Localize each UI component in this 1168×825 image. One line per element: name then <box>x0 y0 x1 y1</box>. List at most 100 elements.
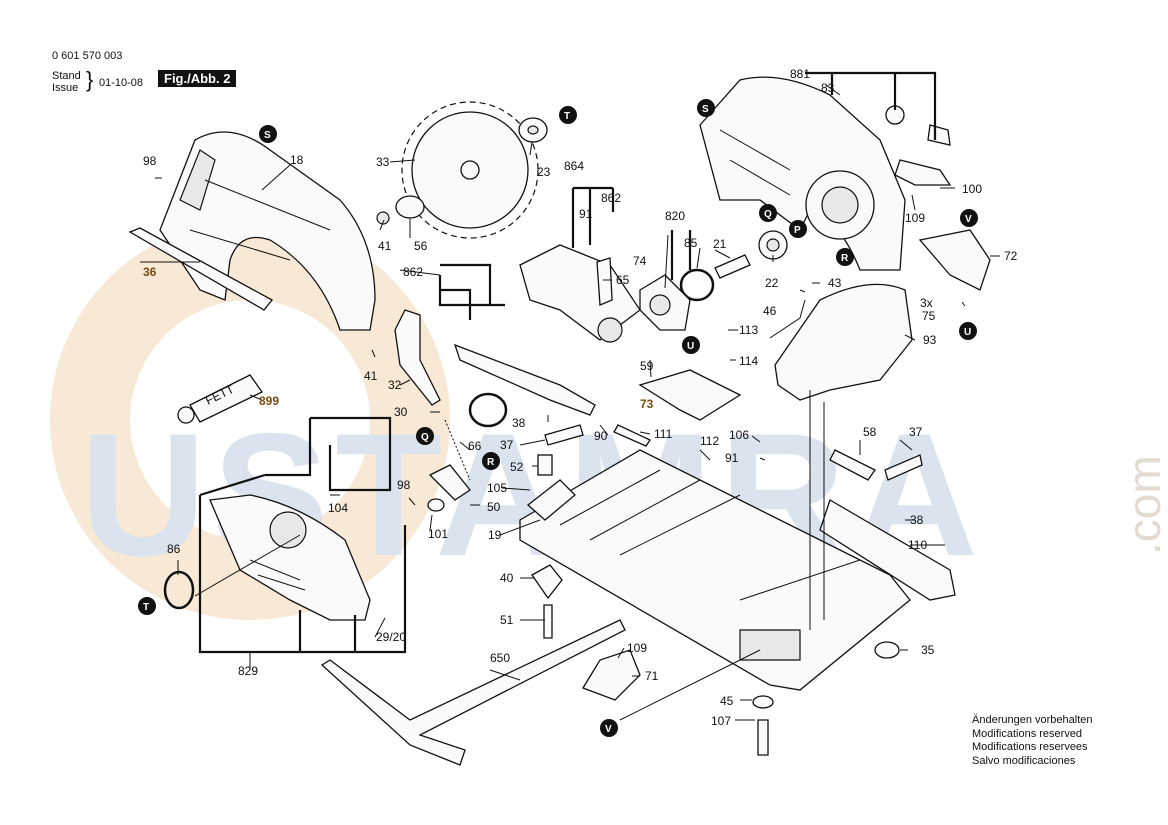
label-21: 21 <box>713 237 727 251</box>
label-38a: 38 <box>512 416 526 430</box>
label-73: 73 <box>640 397 654 411</box>
badge-t-bottom: T <box>138 597 156 615</box>
washer-45 <box>752 695 774 709</box>
svg-text:V: V <box>605 724 612 735</box>
rail-110 <box>819 499 956 601</box>
note-en: Modifications reserved <box>972 727 1083 740</box>
knob-101 <box>427 498 445 512</box>
badge-q-right: Q <box>759 204 777 222</box>
watermark-circle-hole <box>130 300 370 540</box>
carrier-plate <box>519 244 641 341</box>
bracket-829 <box>198 416 407 654</box>
label-111: 111 <box>654 427 673 441</box>
label-58: 58 <box>863 425 877 439</box>
label-29-20: 29/20 <box>376 630 406 644</box>
svg-text:S: S <box>702 104 709 115</box>
label-862b: 862 <box>403 265 423 279</box>
label-864: 864 <box>564 159 584 173</box>
issue-label: Issue <box>52 82 79 94</box>
screw-51 <box>543 604 553 639</box>
badge-r-right: R <box>836 248 854 266</box>
badge-p: P <box>789 220 807 238</box>
motor-housing <box>699 76 906 271</box>
label-59: 59 <box>640 359 654 373</box>
switch-100 <box>894 159 952 186</box>
modification-notes: Änderungen vorbehalten Modifications res… <box>972 714 1092 768</box>
base-plate-19 <box>519 449 911 691</box>
part-number: 0 601 570 003 <box>52 50 123 62</box>
lever-37b <box>884 454 923 481</box>
label-85: 85 <box>684 236 698 250</box>
badge-v-top: V <box>960 209 978 227</box>
label-37b: 37 <box>909 425 923 439</box>
label-113: 113 <box>739 323 758 337</box>
label-71: 71 <box>645 669 659 683</box>
bushing-52 <box>537 454 553 476</box>
stand-label: Stand <box>52 70 81 82</box>
svg-text:T: T <box>564 111 570 122</box>
label-86: 86 <box>167 542 181 556</box>
leader-lines <box>140 84 1000 721</box>
label-41b: 41 <box>364 369 378 383</box>
badge-u-mid: U <box>682 336 700 354</box>
chip-deflector-93 <box>774 283 913 401</box>
label-45: 45 <box>720 694 734 708</box>
label-106: 106 <box>729 428 749 442</box>
issue-date: 01-10-08 <box>99 77 144 89</box>
label-23: 23 <box>537 165 551 179</box>
svg-text:R: R <box>487 457 495 468</box>
riving-knife-32 <box>394 309 441 406</box>
label-19: 19 <box>488 528 502 542</box>
clamp-65 <box>596 257 613 306</box>
label-43: 43 <box>828 276 842 290</box>
svg-text:V: V <box>965 214 972 225</box>
label-91a: 91 <box>579 207 593 221</box>
label-56: 56 <box>414 239 428 253</box>
group-brackets <box>198 71 937 654</box>
badge-q-left: Q <box>416 427 434 445</box>
depth-lever <box>453 343 596 416</box>
label-18: 18 <box>290 153 304 167</box>
label-51: 51 <box>500 613 514 627</box>
label-83: 83 <box>821 81 835 95</box>
watermark-suffix: .com <box>1118 455 1168 555</box>
label-72: 72 <box>1004 249 1018 263</box>
svg-text:S: S <box>264 130 271 141</box>
label-36: 36 <box>143 265 157 279</box>
svg-text:U: U <box>964 327 971 338</box>
bracket-881 <box>805 71 937 140</box>
screw-107 <box>757 719 769 756</box>
ring-86 <box>163 570 195 610</box>
oring-85 <box>679 268 715 302</box>
bracket-73 <box>638 369 742 421</box>
note-fr: Modifications reservees <box>972 741 1088 753</box>
label-66: 66 <box>468 439 482 453</box>
label-46: 46 <box>763 304 777 318</box>
label-100: 100 <box>962 182 982 196</box>
shaft-21 <box>714 254 751 279</box>
lower-blade-guard <box>209 494 371 621</box>
lever-37a <box>544 424 584 446</box>
badge-s-right: S <box>697 99 715 117</box>
svg-text:Q: Q <box>421 432 429 443</box>
label-38b: 38 <box>910 513 924 527</box>
rail-58 <box>829 449 876 481</box>
label-3x: 3x <box>920 296 933 310</box>
bracket-862 <box>438 263 505 320</box>
svg-text:T: T <box>143 602 149 613</box>
svg-text:R: R <box>841 253 849 264</box>
label-862a: 862 <box>601 191 621 205</box>
label-41a: 41 <box>378 239 392 253</box>
label-32: 32 <box>388 378 402 392</box>
label-91b: 91 <box>725 451 739 465</box>
label-829: 829 <box>238 664 258 678</box>
bracket-72 <box>918 229 991 291</box>
label-650: 650 <box>490 651 510 665</box>
figure-label: Fig./Abb. 2 <box>158 70 237 87</box>
lever-50 <box>428 464 471 501</box>
label-107: 107 <box>711 714 731 728</box>
badge-t-top: T <box>559 106 577 124</box>
label-40: 40 <box>500 571 514 585</box>
note-de: Änderungen vorbehalten <box>972 714 1093 726</box>
